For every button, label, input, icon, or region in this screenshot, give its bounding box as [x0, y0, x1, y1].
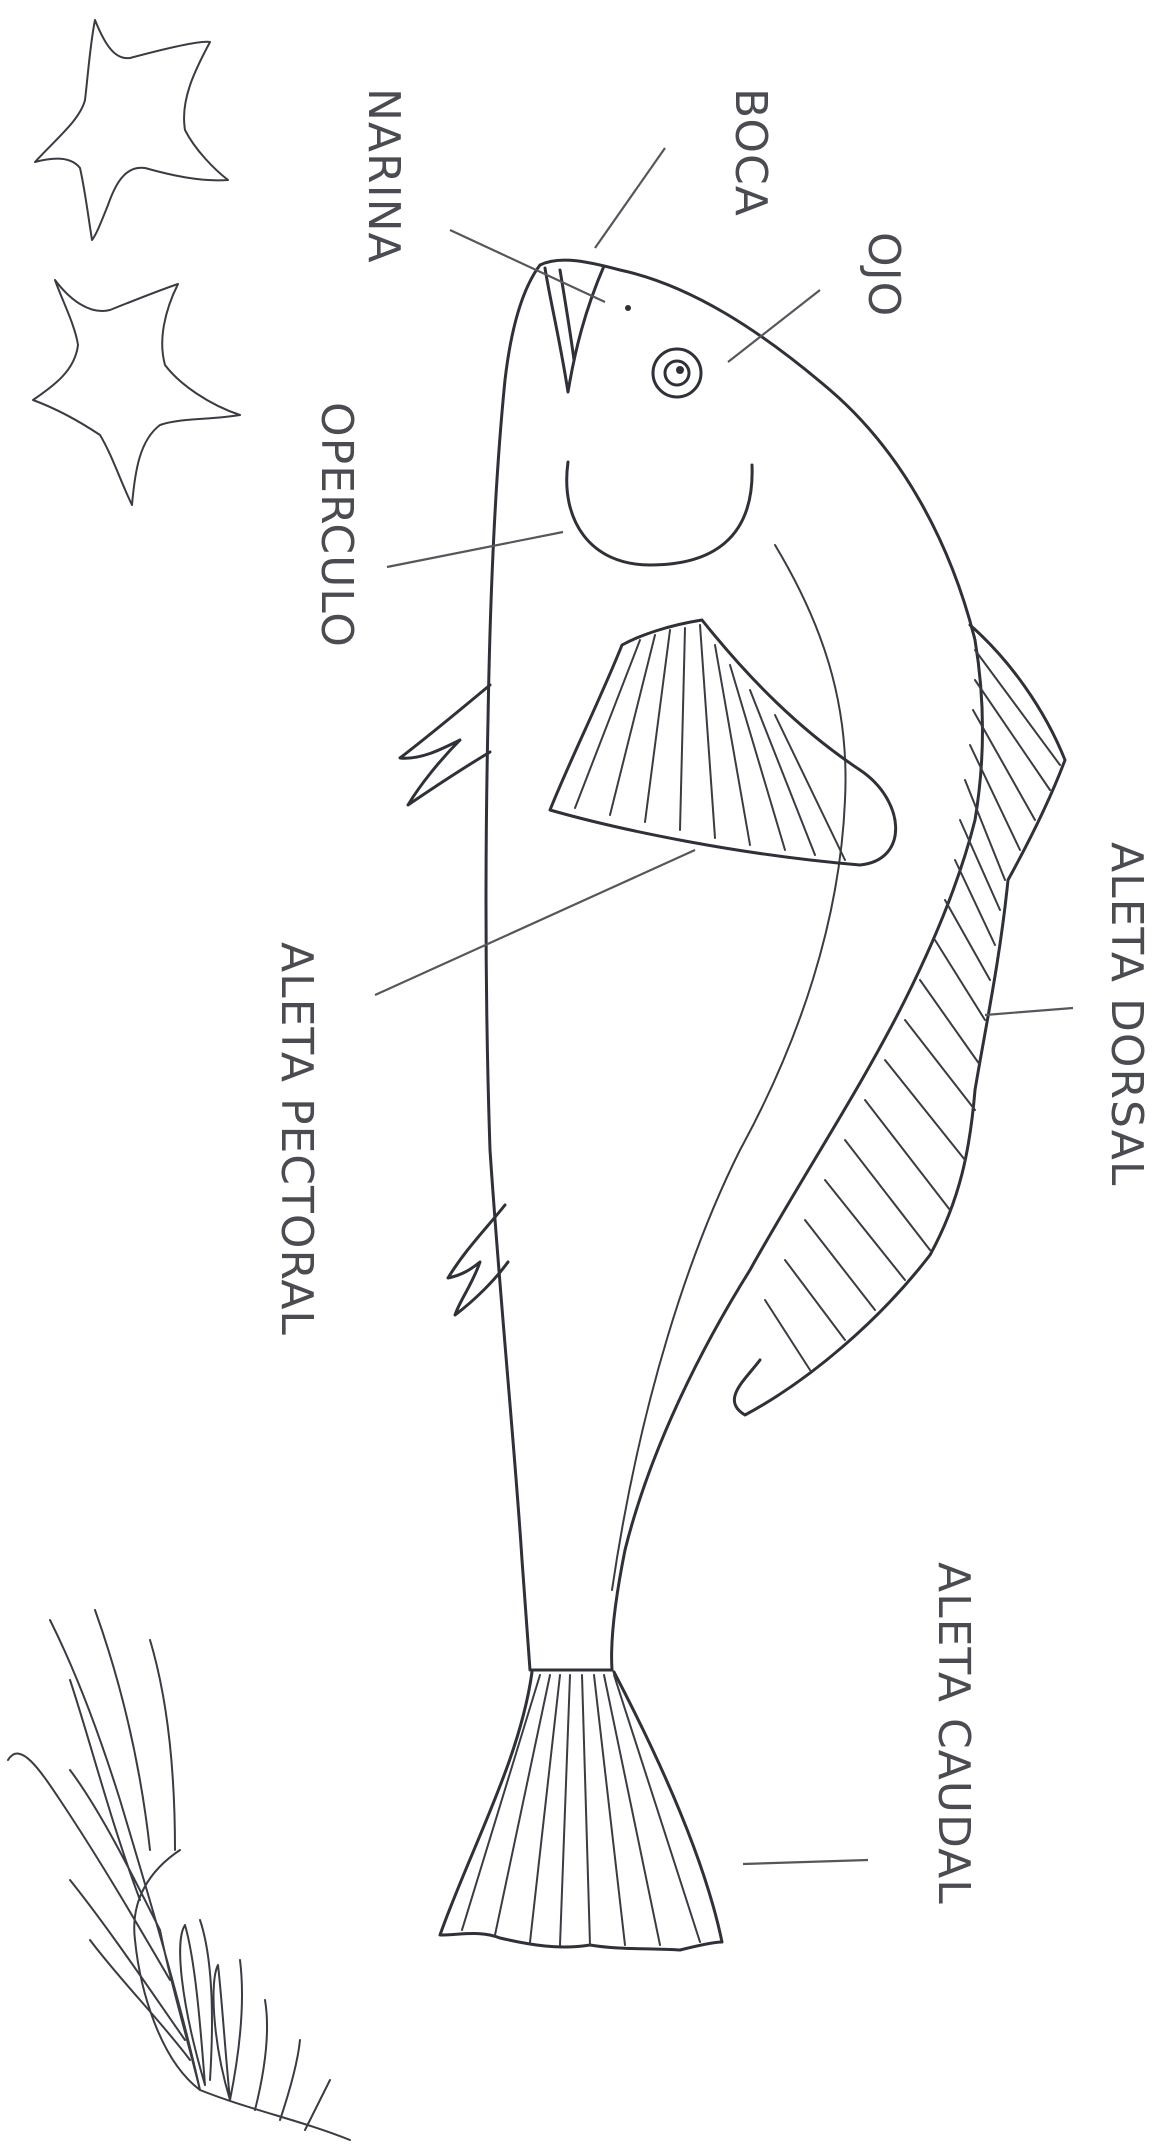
lateral-line [612, 545, 846, 1590]
dorsal-fin-rays [765, 650, 1060, 1370]
label-aleta-caudal: ALETA CAUDAL [931, 1562, 975, 1905]
eye-inner [665, 361, 689, 385]
starfish-bottom [33, 280, 240, 505]
label-aleta-pectoral: ALETA PECTORAL [274, 942, 318, 1336]
leader-pectoral [375, 850, 695, 995]
eye-pupil [676, 366, 684, 374]
ventral-fin-front [400, 685, 490, 805]
leader-dorsal [985, 1008, 1073, 1015]
caudal-fin [440, 1672, 722, 1950]
leader-ojo [728, 290, 820, 362]
label-operculo: OPERCULO [314, 402, 358, 648]
dorsal-fin [734, 625, 1065, 1415]
nostril-dot [625, 305, 631, 311]
label-boca: BOCA [728, 88, 772, 217]
leader-operculo [387, 532, 563, 567]
label-ojo: OJO [861, 232, 905, 317]
fish-mouth-lines [545, 266, 604, 392]
fish-body-outline [486, 260, 983, 1670]
seaweed [8, 1610, 350, 2140]
leader-narina [450, 230, 605, 302]
leader-caudal [743, 1860, 868, 1864]
caudal-fin-rays [462, 1675, 700, 1945]
eye-outer [653, 349, 701, 397]
starfish-top [35, 20, 228, 240]
label-narina: NARINA [361, 88, 405, 264]
label-aleta-dorsal: ALETA DORSAL [1104, 842, 1148, 1186]
leader-boca [595, 148, 665, 248]
operculum-curve [567, 462, 752, 565]
